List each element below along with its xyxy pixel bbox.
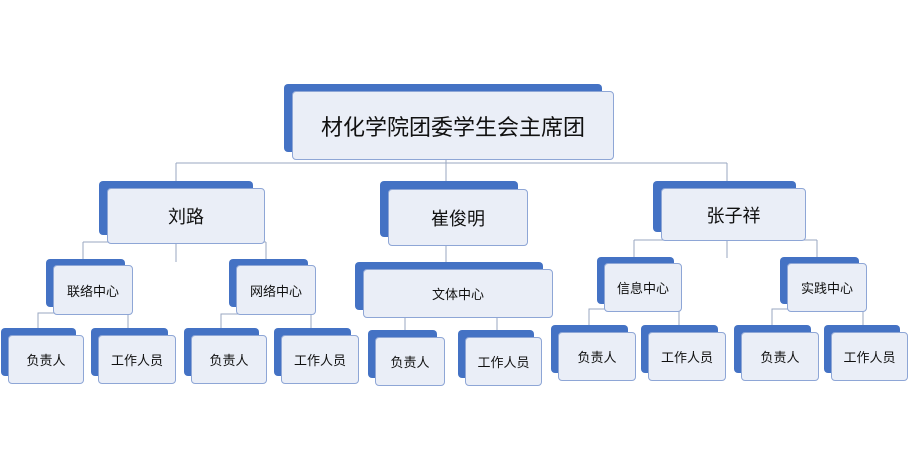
connector-root-to-chairs [175,158,728,181]
org-node-label: 工作人员 [293,354,346,369]
org-node-label: 工作人员 [110,354,163,369]
org-node-role: 工作人员 [458,330,542,386]
org-node-role: 工作人员 [641,325,726,381]
org-node-label: 信息中心 [616,282,669,297]
org-node-center-2: 网络中心 [229,259,316,315]
org-node-label: 工作人员 [843,351,896,366]
org-node-role: 负责人 [734,325,819,381]
org-node-center-1: 联络中心 [46,259,133,315]
org-node-label: 网络中心 [249,284,302,300]
org-node-chair-3: 张子祥 [653,181,806,241]
org-node-label: 刘路 [168,207,204,228]
org-node-role: 负责人 [551,325,636,381]
org-node-label: 文体中心 [431,288,484,303]
org-node-label: 材化学院团委学生会主席团 [320,115,585,141]
org-node-label: 联络中心 [66,284,119,300]
org-node-chair-2: 崔俊明 [380,181,528,246]
org-node-label: 负责人 [577,351,617,366]
org-node-label: 负责人 [760,351,800,366]
org-node-label: 工作人员 [660,351,713,366]
connector-chair-3-to-centers [633,239,818,258]
connector-center-3-to-roles [404,316,498,330]
org-node-center-5: 实践中心 [780,257,867,312]
org-node-root: 材化学院团委学生会主席团 [284,84,614,160]
org-node-label: 崔俊明 [431,208,485,230]
org-node-center-3: 文体中心 [355,262,553,318]
org-node-role: 工作人员 [824,325,908,381]
org-node-label: 负责人 [209,354,249,369]
org-node-label: 张子祥 [706,205,761,227]
org-node-label: 工作人员 [477,356,530,371]
org-node-label: 实践中心 [800,282,853,297]
org-node-role: 工作人员 [274,328,359,384]
org-node-center-4: 信息中心 [597,257,682,312]
org-node-role: 负责人 [184,328,267,384]
org-node-chair-1: 刘路 [99,181,265,244]
org-node-label: 负责人 [26,354,66,369]
org-node-role: 工作人员 [91,328,176,384]
org-node-label: 负责人 [390,356,430,371]
org-node-role: 负责人 [368,330,445,386]
org-node-role: 负责人 [1,328,84,384]
